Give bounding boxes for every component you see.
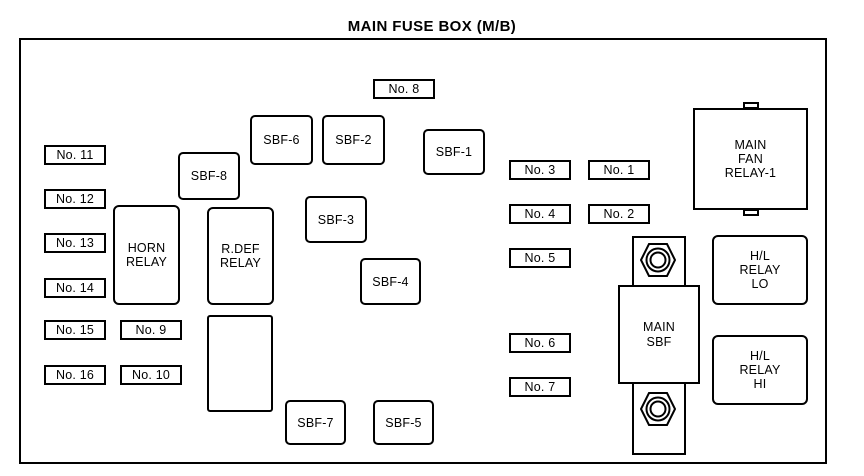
sbf-2[interactable]: SBF-2 <box>322 115 385 165</box>
main-sbf-bottom-nut <box>639 392 677 426</box>
sbf-3[interactable]: SBF-3 <box>305 196 367 243</box>
fuse-no-16[interactable]: No. 16 <box>44 365 106 385</box>
fuse-no-9[interactable]: No. 9 <box>120 320 182 340</box>
headlight-relay-hi[interactable]: H/L RELAY HI <box>712 335 808 405</box>
fuse-no-3[interactable]: No. 3 <box>509 160 571 180</box>
fuse-no-7[interactable]: No. 7 <box>509 377 571 397</box>
sbf-7[interactable]: SBF-7 <box>285 400 346 445</box>
headlight-relay-lo[interactable]: H/L RELAY LO <box>712 235 808 305</box>
sbf-5[interactable]: SBF-5 <box>373 400 434 445</box>
fuse-no-8[interactable]: No. 8 <box>373 79 435 99</box>
main-sbf-top-nut <box>639 243 677 277</box>
fuse-no-2[interactable]: No. 2 <box>588 204 650 224</box>
horn-relay[interactable]: HORN RELAY <box>113 205 180 305</box>
fuse-no-15[interactable]: No. 15 <box>44 320 106 340</box>
fuse-no-1[interactable]: No. 1 <box>588 160 650 180</box>
fuse-no-5[interactable]: No. 5 <box>509 248 571 268</box>
sbf-8[interactable]: SBF-8 <box>178 152 240 200</box>
fuse-no-13[interactable]: No. 13 <box>44 233 106 253</box>
fuse-no-4[interactable]: No. 4 <box>509 204 571 224</box>
blank-relay-slot[interactable] <box>207 315 273 412</box>
fuse-no-10[interactable]: No. 10 <box>120 365 182 385</box>
sbf-4[interactable]: SBF-4 <box>360 258 421 305</box>
main-sbf[interactable]: MAIN SBF <box>618 285 700 384</box>
sbf-6[interactable]: SBF-6 <box>250 115 313 165</box>
page-title: MAIN FUSE BOX (M/B) <box>347 18 517 35</box>
fuse-no-11[interactable]: No. 11 <box>44 145 106 165</box>
fuse-no-14[interactable]: No. 14 <box>44 278 106 298</box>
fuse-no-6[interactable]: No. 6 <box>509 333 571 353</box>
sbf-1[interactable]: SBF-1 <box>423 129 485 175</box>
rear-defogger-relay[interactable]: R.DEF RELAY <box>207 207 274 305</box>
main-fan-relay-bottom-tab <box>742 209 759 216</box>
fuse-no-12[interactable]: No. 12 <box>44 189 106 209</box>
main-fan-relay-1[interactable]: MAIN FAN RELAY-1 <box>693 108 808 210</box>
main-fan-relay-top-tab <box>742 102 759 109</box>
